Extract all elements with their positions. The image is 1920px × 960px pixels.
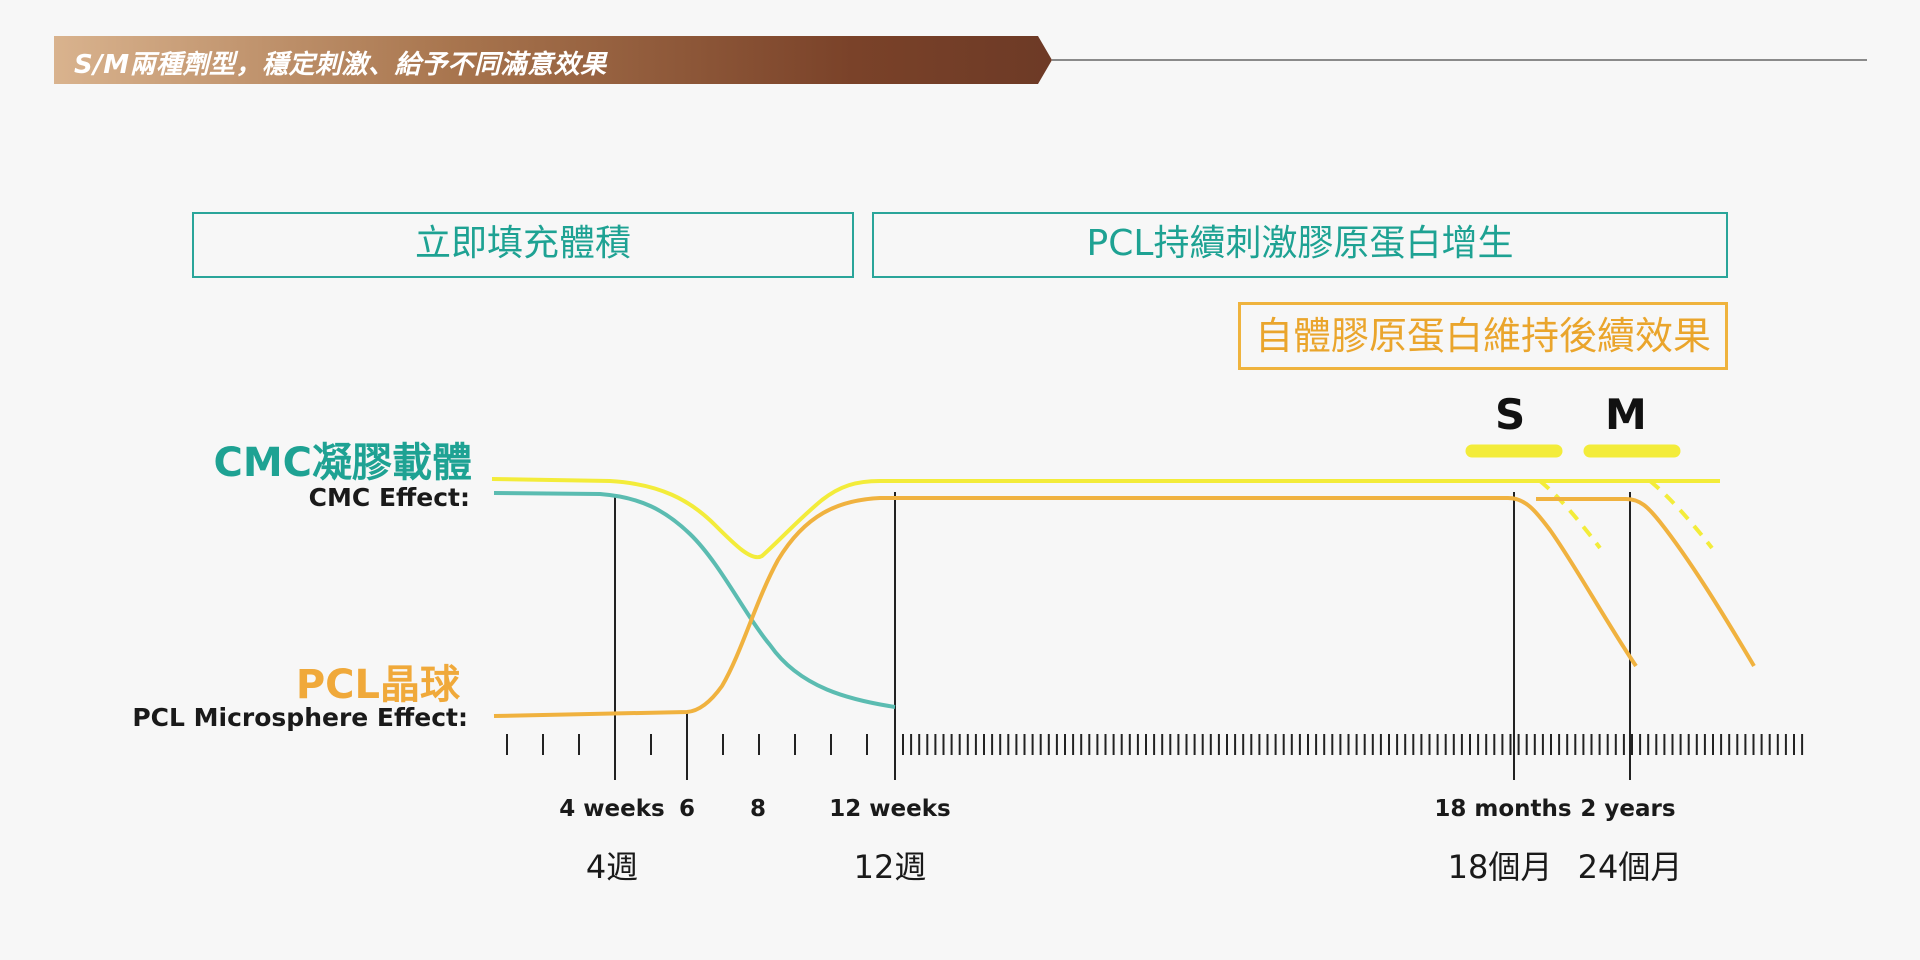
cmc-effect-curve [493,491,896,709]
cmc-gel-label: CMC凝膠載體 [213,440,472,486]
tick-label-2years: 2 years [1580,796,1676,822]
tick-label-4weeks-zh: 4週 [585,848,639,886]
pcl-effect-label: PCL Microsphere Effect: [132,703,468,732]
cmc-effect-label: CMC Effect: [308,483,470,512]
tick-label-12weeks: 12 weeks [829,796,951,822]
tick-label-4weeks: 4 weeks [559,796,665,822]
phase-autologous-collagen: 自體膠原蛋白維持後續效果 [1238,302,1728,370]
total-effect-curve [491,477,1720,560]
tick-label-6: 6 [678,796,696,822]
tick-label-12weeks-zh: 12週 [853,848,927,886]
pcl-microsphere-label: PCL晶球 [295,662,460,708]
m-type-marker: M [1605,390,1647,439]
s-type-marker: S [1495,390,1526,439]
axis-ticks-months [902,734,1804,755]
s-dashed-tail [1538,479,1602,550]
title-banner: S/M兩種劑型，穩定刺激、給予不同滿意效果 [54,36,1052,84]
tick-label-24months-zh: 24個月 [1577,848,1683,886]
banner-title: S/M兩種劑型，穩定刺激、給予不同滿意效果 [74,50,607,80]
pcl-m-curve [1536,497,1756,668]
phase-pcl-stimulation: PCL持續刺激膠原蛋白增生 [872,212,1728,278]
tick-label-8: 8 [749,796,767,822]
tick-label-18months-zh: 18個月 [1447,848,1553,886]
phase-immediate-fill: 立即填充體積 [192,212,854,278]
m-dashed-tail [1648,479,1714,550]
axis-ticks-weeks [506,734,868,755]
tick-label-18months: 18 months [1434,796,1572,822]
pcl-effect-curve [493,496,1638,718]
banner-divider [1052,59,1867,61]
